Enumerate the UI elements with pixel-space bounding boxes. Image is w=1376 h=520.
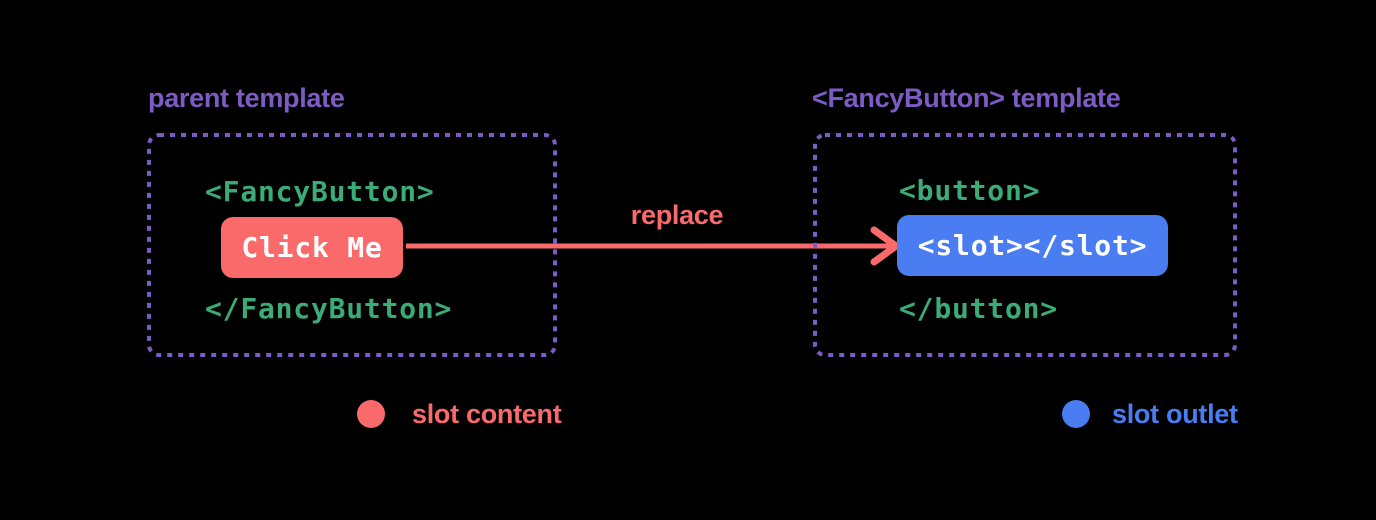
fancybutton-template-title: <FancyButton> template	[812, 83, 1121, 113]
fancybutton-close-tag: </FancyButton>	[205, 292, 453, 325]
slot-outlet-label: slot outlet	[1112, 399, 1238, 429]
fancybutton-box-dashed-border	[813, 133, 1237, 357]
slot-content-dot	[357, 400, 385, 428]
click-me-label: Click Me	[241, 231, 383, 264]
parent-template-title: parent template	[148, 83, 345, 113]
slot-content-label: slot content	[412, 399, 562, 429]
parent-template-box: <FancyButton> Click Me </FancyButton>	[147, 133, 557, 357]
slot-outlet-box: <slot></slot>	[897, 215, 1168, 276]
button-open-tag: <button>	[899, 174, 1041, 207]
replace-arrow	[406, 226, 900, 266]
fancybutton-template-box: <button> <slot></slot> </button>	[813, 133, 1237, 357]
click-me-button: Click Me	[221, 217, 403, 278]
slot-tag-label: <slot></slot>	[917, 229, 1148, 262]
slot-outlet-dot	[1062, 400, 1090, 428]
fancybutton-open-tag: <FancyButton>	[205, 175, 435, 208]
button-close-tag: </button>	[899, 292, 1058, 325]
replace-label: replace	[630, 200, 724, 230]
